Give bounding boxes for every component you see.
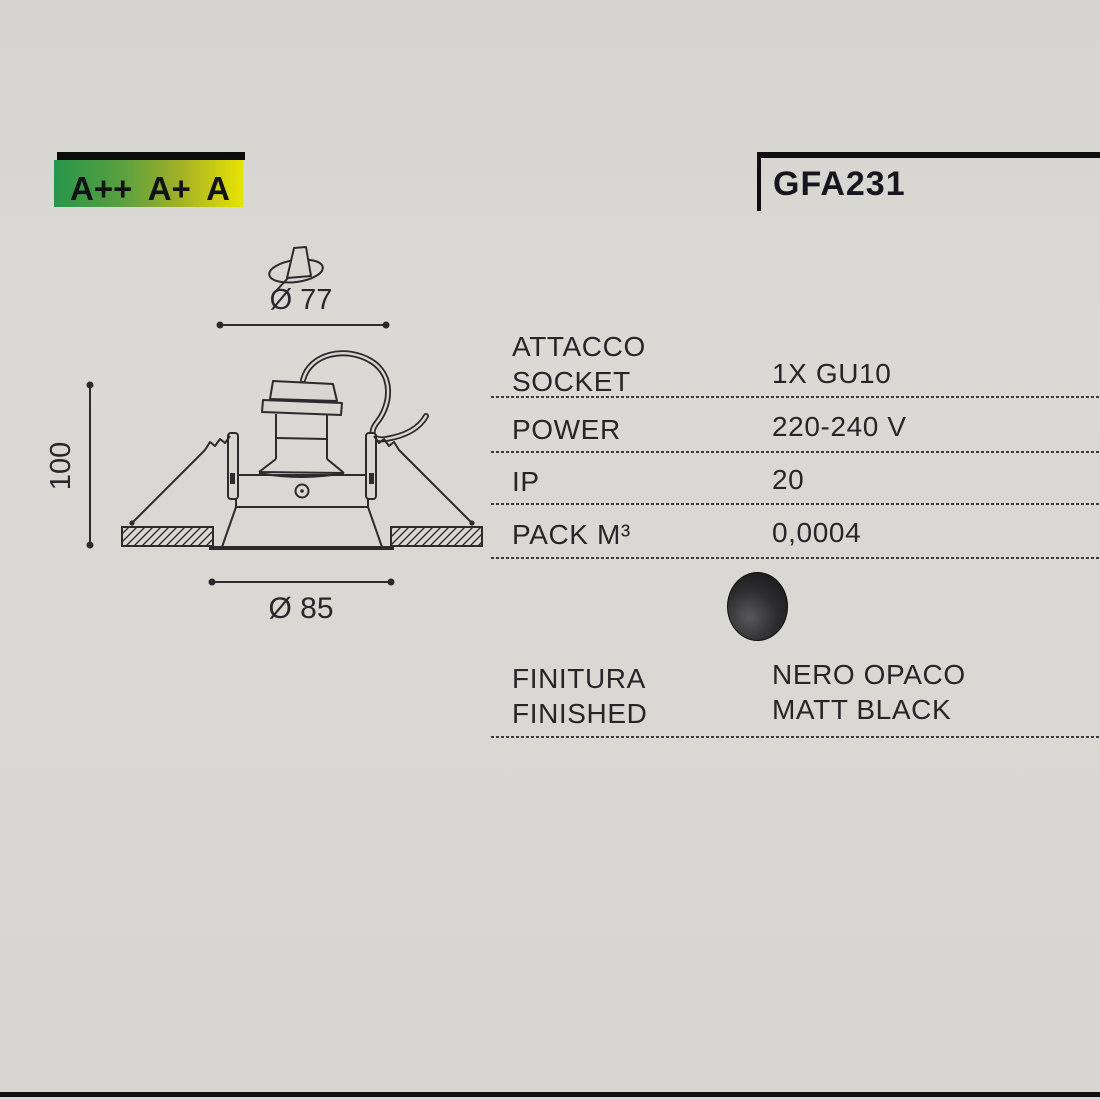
row-separator <box>491 557 1100 559</box>
diameter-bottom-dimension: Ø 85 <box>208 578 395 625</box>
bottom-rule <box>0 1092 1100 1097</box>
energy-class-a: A <box>206 170 230 207</box>
lamp-bulb <box>258 458 345 474</box>
row-separator <box>491 396 1100 398</box>
energy-efficiency-label: A++ A+ A <box>54 152 245 207</box>
diameter-top-dimension: Ø 77 <box>216 284 390 329</box>
spec-value-finish: NERO OPACO MATT BLACK <box>772 659 966 725</box>
spec-value-socket: 1X GU10 <box>772 358 892 389</box>
spring-clip-left <box>131 435 231 524</box>
header-rule-horizontal <box>757 152 1100 158</box>
spec-table: ATTACCO SOCKET 1X GU10 POWER 220-240 V I… <box>491 331 1100 738</box>
spec-label-finish: FINITURA FINISHED <box>512 663 648 729</box>
spring-clip-right <box>373 435 473 524</box>
row-separator <box>491 503 1100 505</box>
lamp-socket-cap <box>269 380 338 402</box>
diameter-bottom-text: Ø 85 <box>268 592 333 625</box>
spec-label-pack: PACK M³ <box>512 519 631 550</box>
spec-value-power: 220-240 V <box>772 411 907 442</box>
spec-value-ip: 20 <box>772 464 805 495</box>
energy-class-a-plus: A+ <box>147 170 191 207</box>
lamp-socket-flange <box>261 399 343 416</box>
technical-drawing: Ø 77 100 <box>45 246 483 625</box>
diameter-top-text: Ø 77 <box>270 284 333 316</box>
energy-class-a-plus-plus: A++ <box>70 170 133 207</box>
spec-label-socket: ATTACCO SOCKET <box>512 331 646 397</box>
fixture-cross-section <box>121 350 483 550</box>
row-separator <box>491 736 1100 738</box>
energy-label-gradient-band: A++ A+ A <box>54 160 243 207</box>
product-header: GFA231 <box>757 152 1100 212</box>
screw <box>294 483 310 499</box>
row-separator <box>491 451 1100 453</box>
spec-label-ip: IP <box>512 466 540 497</box>
ceiling-section-left <box>121 526 214 547</box>
spotlight-top-view-icon <box>268 246 324 292</box>
product-code: GFA231 <box>773 165 906 203</box>
finish-color-swatch <box>727 572 788 641</box>
spec-value-pack: 0,0004 <box>772 517 862 548</box>
spec-label-power: POWER <box>512 414 621 445</box>
height-dimension: 100 <box>45 381 94 549</box>
height-dimension-text: 100 <box>45 442 77 490</box>
header-rule-vertical <box>757 152 761 211</box>
ceiling-section-right <box>390 526 483 547</box>
energy-label-top-bar <box>57 152 245 160</box>
